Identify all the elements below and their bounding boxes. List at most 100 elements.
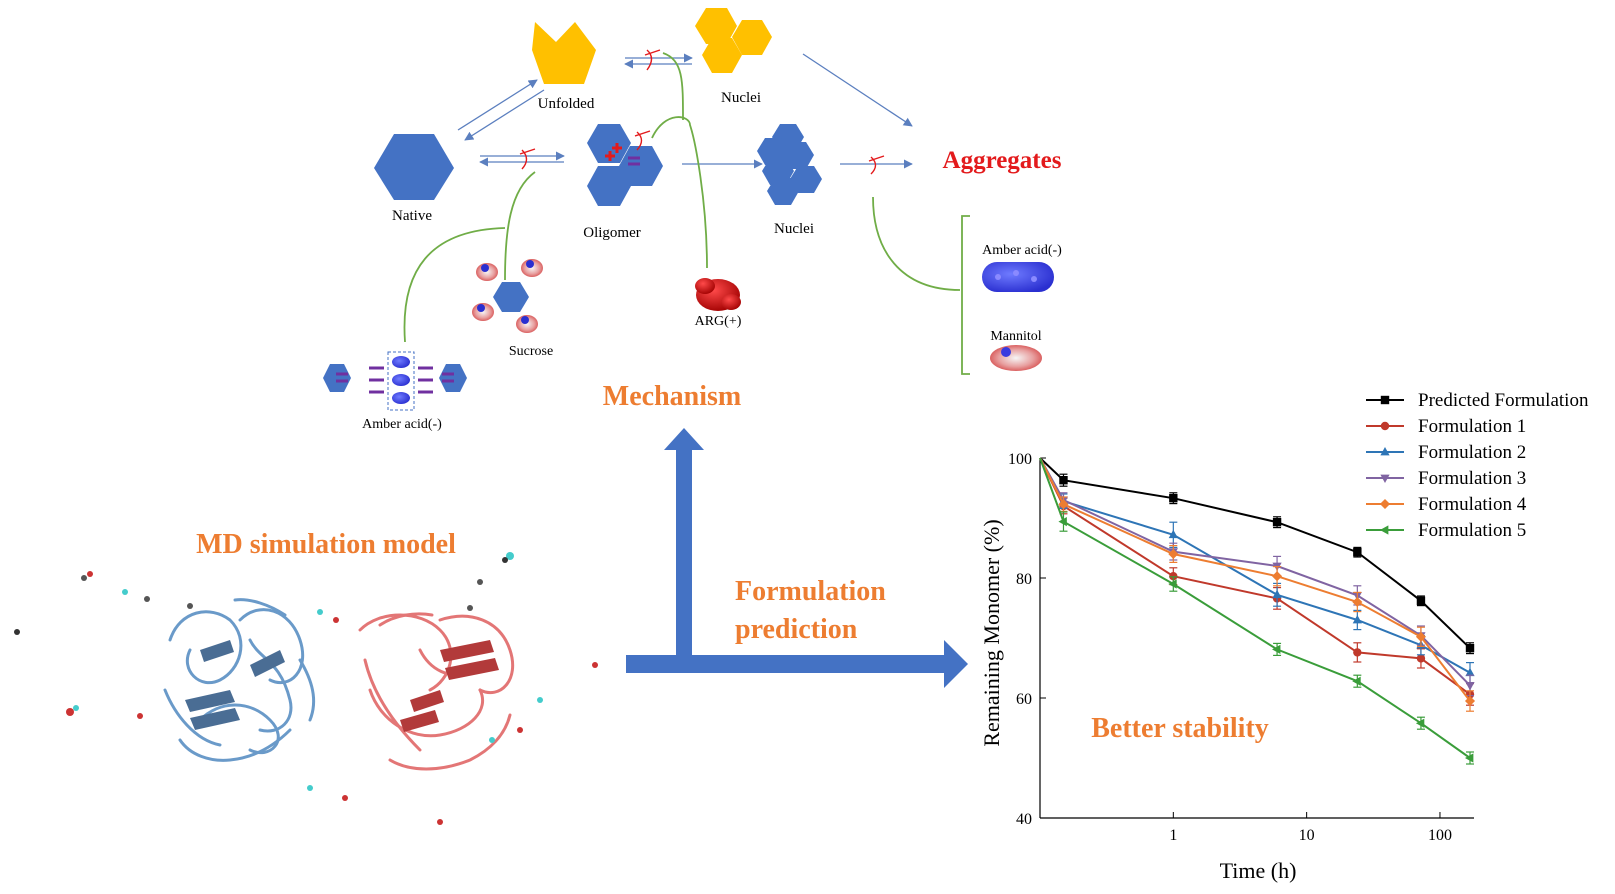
- data-point: [1059, 476, 1068, 485]
- data-point: [1353, 648, 1362, 657]
- data-point: [1465, 644, 1475, 653]
- chart-axes: 40 60 80 100 1 10 100: [1008, 451, 1474, 844]
- series-2: [1039, 457, 1475, 706]
- oligomer-red-marks: [605, 143, 622, 161]
- oligomer-purple-marks: [628, 156, 640, 166]
- legend-marker: [1380, 421, 1390, 431]
- nuclei-mid-cluster: [757, 124, 822, 205]
- legend-entry: Formulation 5: [1418, 520, 1526, 541]
- data-point: [1464, 753, 1474, 763]
- data-point: [1415, 631, 1426, 642]
- chart-series-group: [1039, 457, 1476, 765]
- data-point: [1168, 529, 1178, 539]
- mannitol-label: Mannitol: [990, 329, 1041, 344]
- protein-blue: [163, 598, 316, 762]
- data-point: [1168, 579, 1177, 589]
- arg-molecule: [695, 278, 741, 311]
- sucrose-group: [472, 259, 543, 333]
- data-point: [1272, 571, 1283, 582]
- series-4: [1039, 457, 1475, 697]
- series-6: [1039, 457, 1475, 765]
- stability-chart: 40 60 80 100 1 10 100 Predicted FormulationFor…: [979, 390, 1589, 883]
- prediction-line1: Formulation: [735, 576, 886, 607]
- data-point: [1169, 494, 1178, 503]
- oligomer-label: Oligomer: [583, 225, 641, 241]
- series-5: [1039, 457, 1476, 712]
- md-title: MD simulation model: [196, 529, 456, 560]
- legend-entry: Formulation 3: [1418, 468, 1526, 489]
- data-point: [1416, 654, 1426, 663]
- data-point: [1353, 548, 1362, 557]
- data-point: [1272, 644, 1281, 655]
- workflow-arrow: [626, 428, 968, 688]
- unfolded-shape: [532, 22, 596, 84]
- data-point: [1352, 676, 1361, 686]
- y-tick-label: 60: [1016, 691, 1032, 708]
- chart-annotation: Better stability: [1091, 713, 1269, 744]
- prediction-line2: prediction: [735, 614, 858, 645]
- series-line: [1039, 457, 1471, 696]
- x-tick-label: 1: [1169, 827, 1177, 844]
- data-point: [1352, 596, 1363, 608]
- series-line: [1039, 457, 1471, 702]
- series-1: [1039, 457, 1475, 655]
- mechanism-arrows: [457, 53, 913, 169]
- sucrose-label: Sucrose: [509, 344, 553, 359]
- data-point: [1465, 682, 1475, 691]
- amber-bottom-label: Amber acid(-): [362, 417, 442, 432]
- native-label: Native: [392, 208, 432, 224]
- data-point: [1464, 695, 1476, 707]
- y-tick-label: 80: [1016, 571, 1032, 588]
- data-point: [1058, 516, 1067, 527]
- legend-marker: [1380, 395, 1390, 405]
- aggregates-label: Aggregates: [943, 147, 1062, 174]
- series-line: [1039, 457, 1471, 674]
- amber-bottom-group: [323, 351, 467, 411]
- nuclei-top-label: Nuclei: [721, 90, 761, 106]
- data-point: [1415, 718, 1425, 728]
- legend-marker: [1379, 498, 1391, 510]
- data-point: [1465, 667, 1475, 677]
- native-hexagon: [374, 134, 454, 200]
- data-point: [1058, 499, 1069, 510]
- legend-entry: Formulation 4: [1418, 494, 1527, 515]
- series-line: [1039, 457, 1471, 649]
- legend-entry: Formulation 2: [1418, 442, 1526, 463]
- legend-entry: Predicted Formulation: [1418, 390, 1589, 411]
- x-tick-label: 10: [1299, 827, 1315, 844]
- data-point: [1272, 518, 1282, 527]
- chart-xlabel: Time (h): [1220, 858, 1297, 883]
- inhibition-marks: [519, 49, 885, 175]
- legend-marker: [1379, 525, 1389, 535]
- y-tick-label: 40: [1016, 811, 1032, 828]
- mechanism-title: Mechanism: [603, 381, 741, 412]
- chart-ylabel: Remaining Monomer (%): [979, 519, 1004, 746]
- oligomer-cluster: [587, 124, 663, 206]
- arg-label: ARG(+): [695, 314, 742, 329]
- data-point: [1352, 614, 1362, 624]
- nuclei-top-cluster: [695, 8, 772, 73]
- y-tick-label: 100: [1008, 451, 1032, 468]
- data-point: [1272, 589, 1282, 599]
- nuclei-mid-label: Nuclei: [774, 221, 814, 237]
- legend-entry: Formulation 1: [1418, 416, 1526, 437]
- legend-marker: [1380, 474, 1390, 484]
- data-point: [1416, 596, 1426, 605]
- amber-right-molecule: [982, 262, 1054, 292]
- unfolded-label: Unfolded: [538, 96, 595, 112]
- mannitol-molecule: [990, 345, 1042, 371]
- amber-right-label: Amber acid(-): [982, 243, 1062, 258]
- green-connectors: [403, 52, 961, 343]
- protein-red-sheets: [400, 640, 499, 732]
- x-tick-label: 100: [1428, 827, 1452, 844]
- md-section: MD simulation model: [14, 529, 598, 825]
- solvent-molecules: [14, 552, 598, 825]
- series-3: [1039, 457, 1475, 684]
- legend-marker: [1380, 446, 1390, 456]
- right-bracket: [961, 215, 970, 375]
- protein-blue-sheets: [185, 640, 285, 730]
- mechanism-section: Native Unfolded Nuclei Oligomer: [323, 8, 1062, 432]
